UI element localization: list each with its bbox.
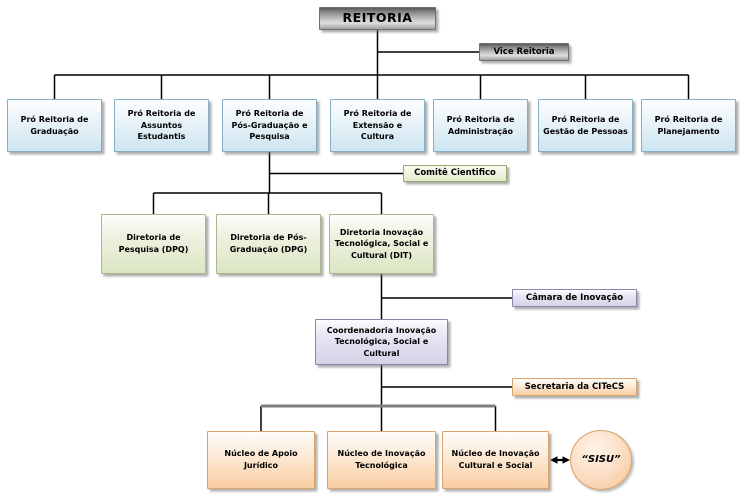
bidirectional-arrow-icon	[550, 456, 570, 464]
node-pro-reitoria-planejamento: Pró Reitoria de Planejamento	[641, 99, 736, 152]
node-vice-reitoria: Vice Reitoria	[479, 43, 569, 61]
node-pro-reitoria-extensao-cultura: Pró Reitoria de Extensão e Cultura	[330, 99, 425, 152]
node-sisu: “SISU”	[570, 430, 632, 490]
node-comite-cientifico: Comitê Cientifico	[403, 165, 507, 182]
node-pro-reitoria-gestao-pessoas: Pró Reitoria de Gestão de Pessoas	[538, 99, 633, 152]
node-pro-reitoria-pos-graduacao-pesquisa: Pró Reitoria de Pós-Graduação e Pesquisa	[222, 99, 317, 152]
node-camara-inovacao: Câmara de Inovação	[512, 289, 637, 307]
node-secretaria-citecs: Secretaria da CITeCS	[512, 378, 637, 396]
node-pro-reitoria-administracao: Pró Reitoria de Administração	[433, 99, 528, 152]
node-pro-reitoria-assuntos-estudantis: Pró Reitoria de Assuntos Estudantis	[114, 99, 209, 152]
node-pro-reitoria-graduacao: Pró Reitoria de Graduação	[7, 99, 102, 152]
node-diretoria-inovacao-dit: Diretoria Inovação Tecnológica, Social e…	[329, 214, 434, 274]
node-reitoria: REITORIA	[319, 7, 436, 30]
node-nucleo-inovacao-tecnologica: Núcleo de Inovação Tecnológica	[327, 431, 436, 489]
node-coordenadoria-citecs: Coordenadoria Inovação Tecnológica, Soci…	[315, 319, 448, 365]
node-nucleo-inovacao-cultural-social: Núcleo de Inovação Cultural e Social	[442, 431, 549, 489]
node-nucleo-apoio-juridico: Núcleo de Apoio Jurídico	[207, 431, 315, 489]
node-diretoria-pos-graduacao-dpg: Diretoria de Pós-Graduação (DPG)	[216, 214, 321, 274]
node-diretoria-pesquisa-dpq: Diretoria de Pesquisa (DPQ)	[101, 214, 206, 274]
